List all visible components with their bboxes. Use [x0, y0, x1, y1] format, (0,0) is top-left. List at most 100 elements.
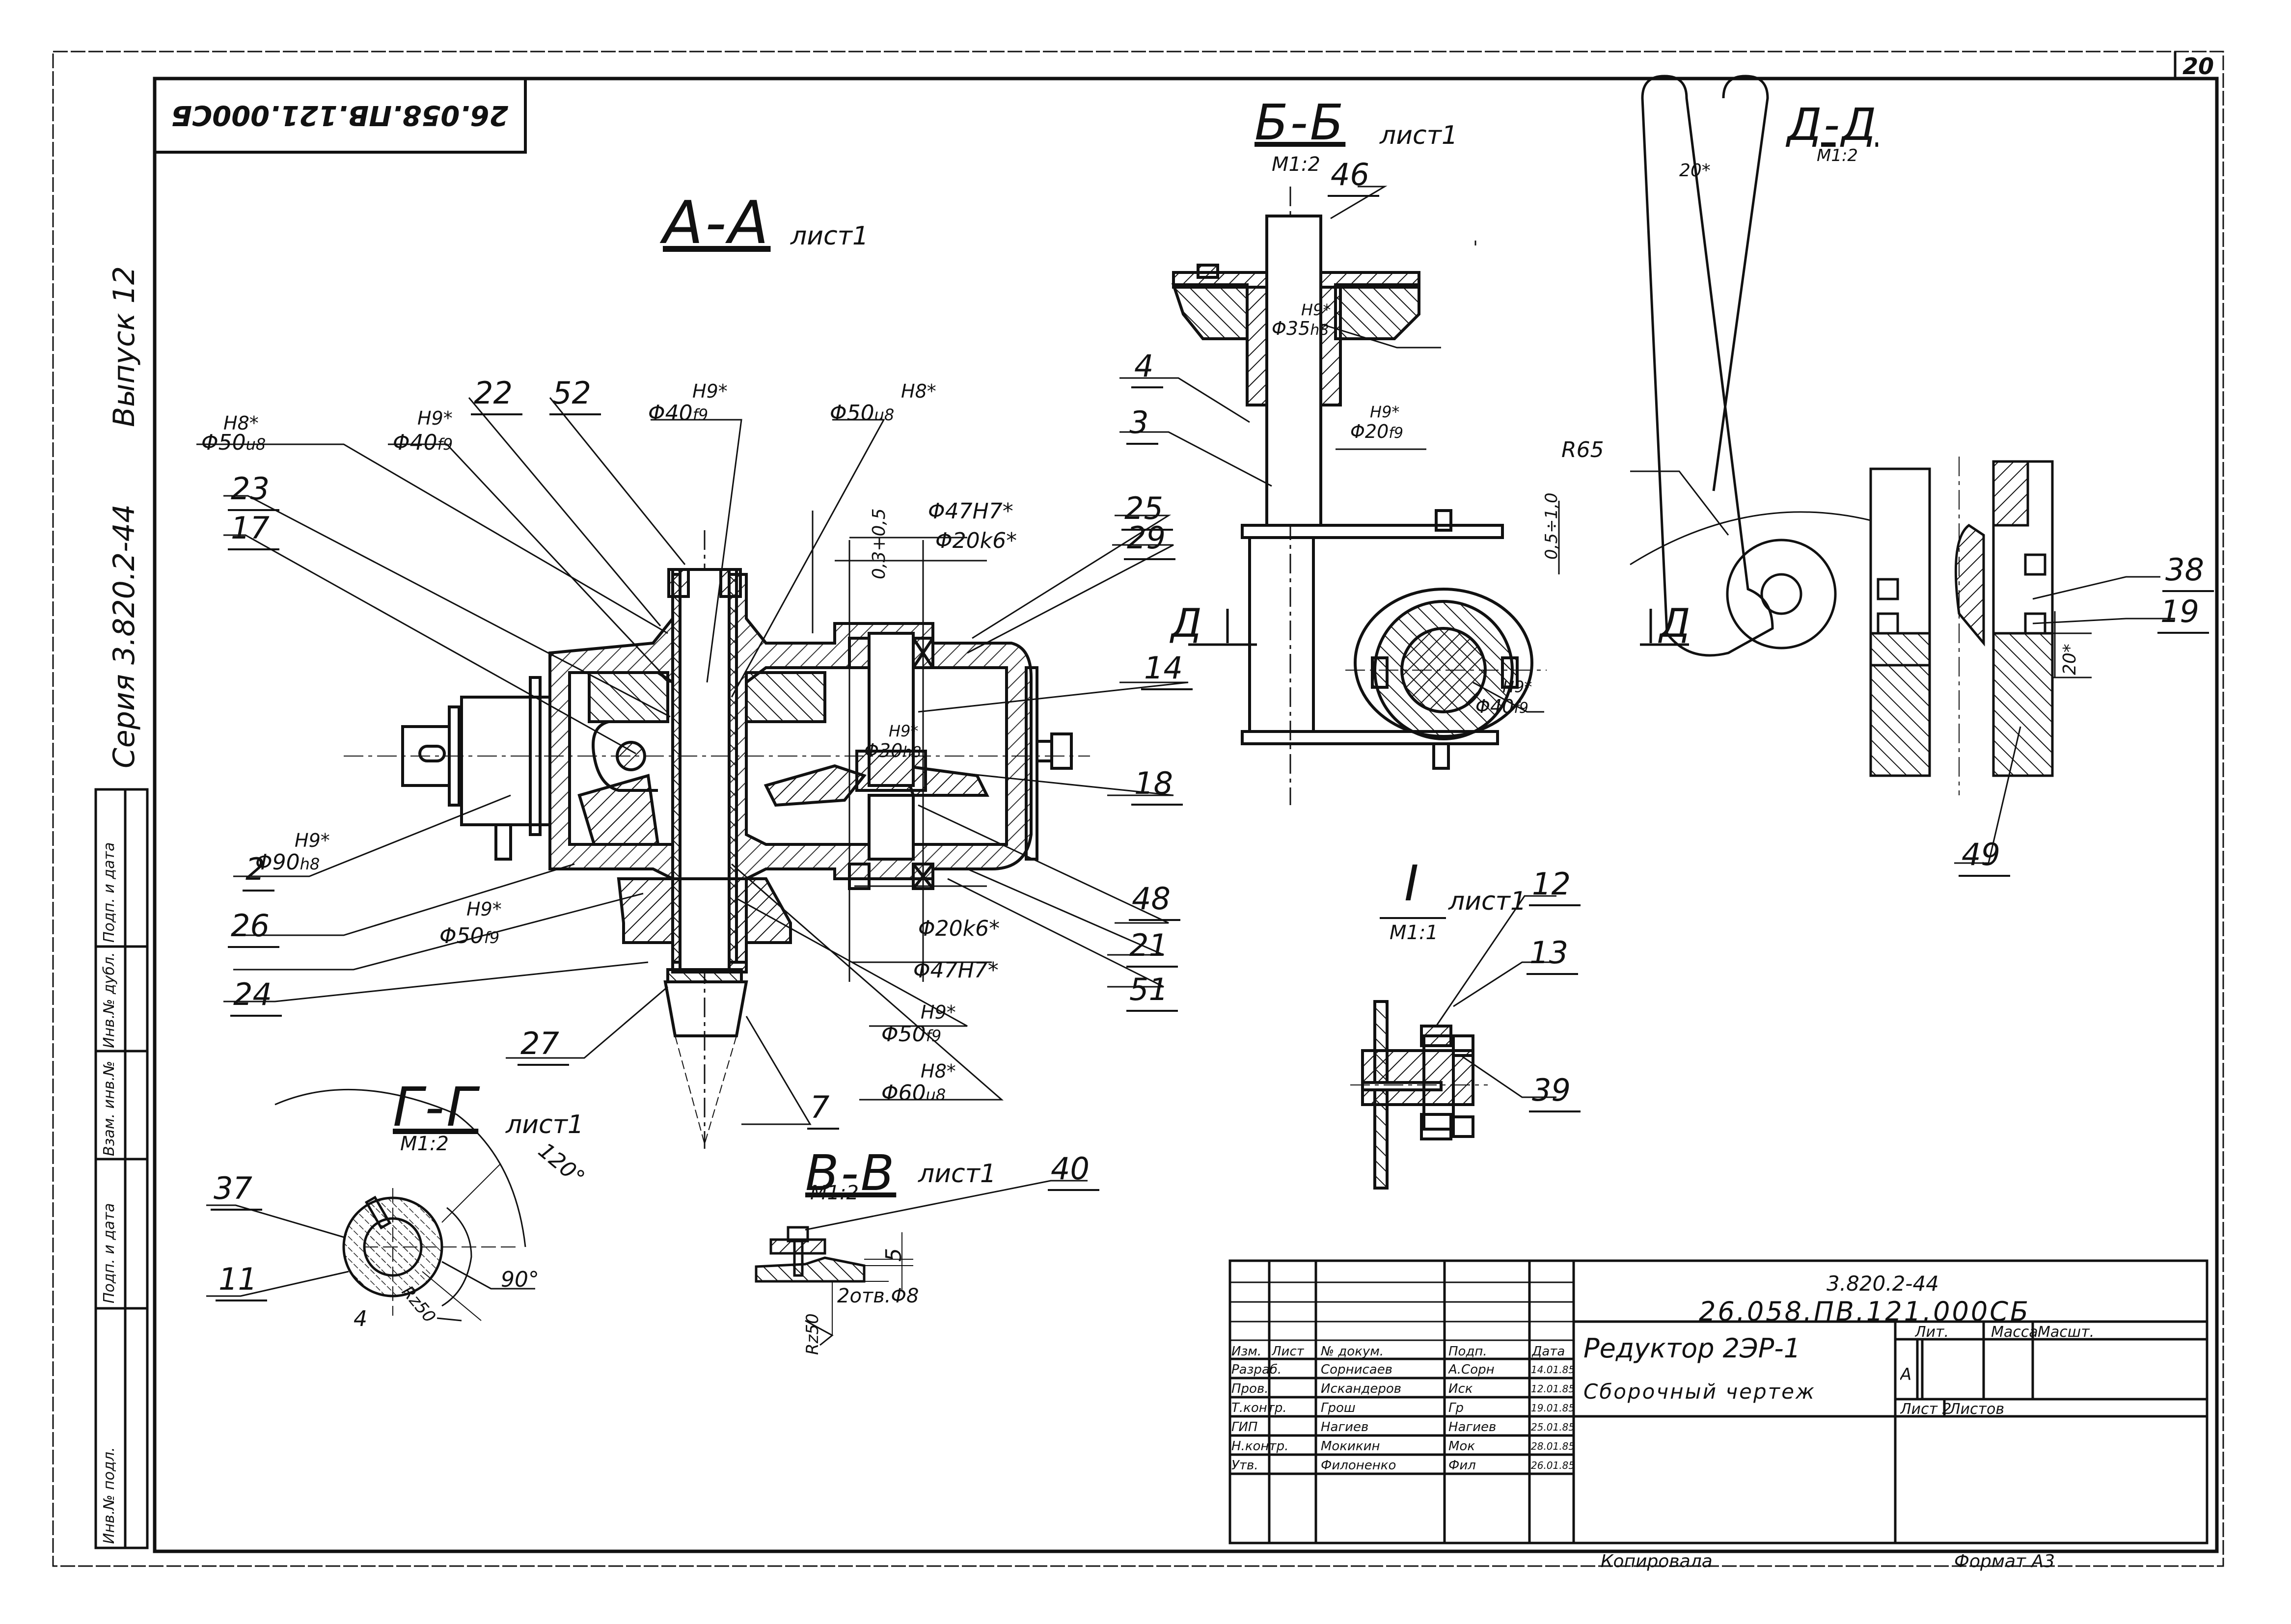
tb-date: 19.01.85 — [1531, 1402, 1575, 1414]
part-49: 49 — [1959, 837, 2010, 877]
dim-d50f9-left-tol: H9* — [466, 898, 502, 920]
tb-sign: Фил — [1448, 1458, 1476, 1473]
dim-d50f9-left: Φ50f9 — [439, 923, 500, 948]
section-vv-title: В-В — [805, 1144, 897, 1202]
dim-d50u8-top: Φ50u8 — [830, 401, 895, 426]
corner-stamp-text: 26.058.ПВ.121.000СБ — [171, 99, 509, 131]
section-dd-title: Д-Д — [1787, 99, 1879, 151]
dim-d30h8-tol: H9* — [889, 722, 919, 740]
tb-h-list: Лист — [1272, 1344, 1304, 1359]
section-vv-drawing — [755, 1226, 913, 1346]
part-2: 2 — [242, 851, 275, 892]
dim-d35h8-tol: H9* — [1301, 300, 1331, 319]
side-issue: Выпуск 12 — [107, 266, 141, 427]
part-39: 39 — [1529, 1072, 1581, 1112]
dim-d60u8-tol: H8* — [921, 1060, 956, 1082]
sheet-number: 20 — [2182, 53, 2214, 80]
part-29: 29 — [1124, 520, 1175, 560]
part-21: 21 — [1126, 927, 1178, 968]
angle-90: 90° — [501, 1267, 539, 1292]
section-bb-sheet: лист1 — [1380, 121, 1458, 150]
side-series: Серия 3.820.2-44 — [107, 504, 141, 768]
side-col-1: Инв.№ подл. — [101, 1447, 118, 1544]
dim-5: 5 — [881, 1248, 906, 1262]
section-gg-scale: М1:2 — [400, 1133, 449, 1155]
part-48: 48 — [1129, 881, 1180, 921]
roughness-rz50-vv: Rz50 — [803, 1313, 822, 1355]
tb-role: Н.контр. — [1231, 1439, 1289, 1454]
dim-d20f9-bb-tol: H9* — [1370, 403, 1400, 421]
dim-d40f9-top-tol: H9* — [692, 380, 728, 402]
dim-gap-bb: 0,5÷1,0 — [1542, 492, 1561, 560]
section-bb-scale: М1:2 — [1272, 153, 1320, 176]
dim-d40f9-bb: Φ40f9 — [1475, 696, 1528, 717]
tb-date: 28.01.85 — [1531, 1440, 1575, 1452]
side-strip — [94, 788, 149, 1549]
tb-role: Разраб. — [1231, 1362, 1282, 1377]
tb-person: Мокикин — [1321, 1439, 1380, 1454]
dim-d60u8: Φ60u8 — [881, 1081, 946, 1106]
section-d-markers — [1188, 609, 1689, 646]
tb-person: Филоненко — [1321, 1458, 1396, 1473]
section-dd-leaders — [1630, 470, 2175, 864]
tb-date: 14.01.85 — [1531, 1364, 1575, 1376]
part-52: 52 — [549, 375, 601, 415]
dim-gap-aa: 0,3+0,5 — [869, 508, 889, 579]
side-col-4: Инв.№ дубл. — [101, 952, 118, 1048]
part-51: 51 — [1126, 972, 1178, 1012]
section-dd-drawing — [1630, 75, 2054, 795]
tb-person: Нагиев — [1321, 1420, 1369, 1435]
part-18: 18 — [1131, 765, 1183, 806]
tb-sign: Иск — [1448, 1381, 1473, 1396]
part-12: 12 — [1529, 866, 1581, 906]
tb-code-series: 3.820.2-44 — [1827, 1272, 1939, 1296]
section-aa-leaders — [196, 397, 1189, 1125]
dim-d50u8-left-tol: H8* — [223, 412, 259, 434]
section-i-scale: М1:1 — [1390, 921, 1438, 944]
dim-d50u8-left: Φ50u8 — [201, 430, 266, 455]
section-gg-title: Г-Г — [393, 1076, 479, 1138]
tb-sign: Гр — [1448, 1401, 1464, 1415]
dim-d50u8-top-tol: H8* — [901, 380, 936, 402]
section-vv-sheet: лист1 — [918, 1159, 996, 1189]
tb-person: Искандеров — [1321, 1381, 1402, 1396]
view-i-leaders — [1435, 895, 1556, 1098]
dim-d40f9-left: Φ40f9 — [393, 430, 453, 455]
part-3: 3 — [1126, 405, 1159, 445]
tb-role: Пров. — [1231, 1381, 1269, 1396]
dim-20-side: 20* — [2060, 644, 2080, 675]
tb-person: Грош — [1321, 1401, 1356, 1415]
dim-r65: R65 — [1561, 437, 1604, 462]
tb-scale-label: Масшт. — [2038, 1324, 2095, 1341]
section-gg-drawing — [274, 1088, 526, 1321]
tb-doc-type: Сборочный чертеж — [1583, 1380, 1816, 1404]
dim-d47h7-top: Φ47H7* — [928, 499, 1013, 524]
section-bb-leaders — [1119, 186, 1560, 713]
tb-lit-value: А — [1900, 1365, 1912, 1384]
section-mark-d-right: Д — [1660, 600, 1691, 646]
part-24: 24 — [230, 976, 282, 1017]
tb-person: Сорнисаев — [1321, 1362, 1393, 1377]
section-i-title: I — [1404, 855, 1421, 912]
part-13: 13 — [1527, 935, 1578, 975]
tb-role: ГИП — [1231, 1420, 1258, 1435]
part-37: 37 — [211, 1170, 262, 1211]
part-46: 46 — [1328, 157, 1379, 197]
sheet-frame — [52, 51, 2224, 1567]
dim-d90h8-tol: H9* — [295, 830, 330, 851]
part-19: 19 — [2157, 594, 2209, 634]
section-dd-scale: М1:2 — [1817, 146, 1858, 165]
part-27: 27 — [518, 1026, 569, 1066]
section-gg-sheet: лист1 — [506, 1110, 584, 1139]
section-vv-leaders — [805, 1180, 1088, 1231]
dim-d90h8: Φ90h8 — [255, 850, 320, 875]
tb-role: Утв. — [1231, 1458, 1258, 1473]
view-i-drawing — [1350, 1000, 1488, 1190]
side-col-3: Взам. инв.№ — [101, 1060, 118, 1156]
holes-2x8: 2отв.Φ8 — [837, 1285, 919, 1307]
section-bb-title: Б-Б — [1255, 94, 1346, 151]
tb-date: 12.01.85 — [1531, 1383, 1575, 1395]
section-i-sheet: лист1 — [1448, 887, 1527, 916]
section-aa-drawing — [344, 511, 1090, 1149]
tb-h-date: Дата — [1532, 1344, 1565, 1359]
